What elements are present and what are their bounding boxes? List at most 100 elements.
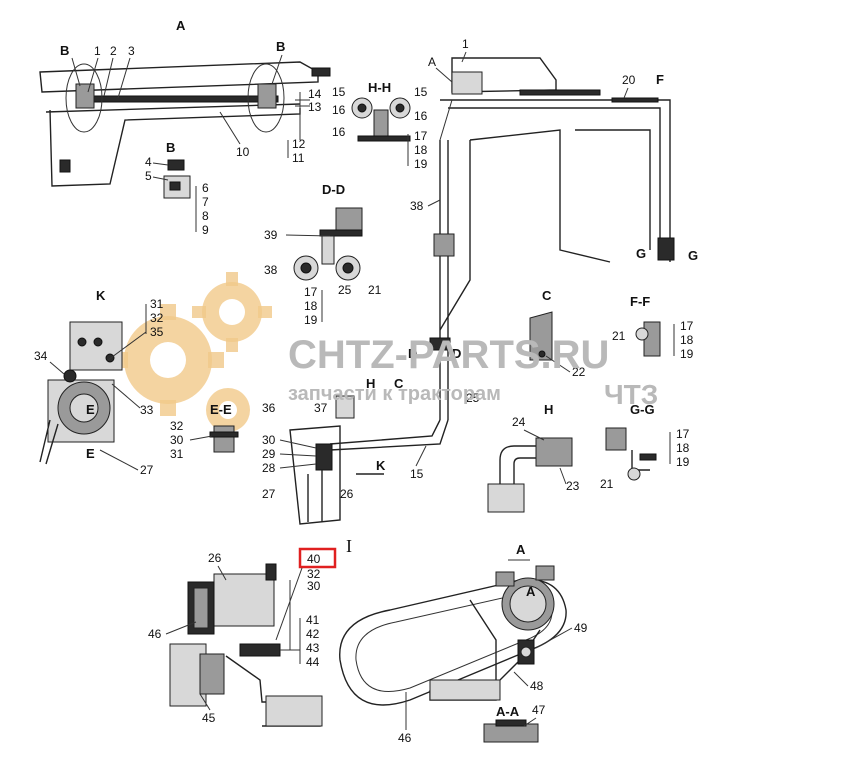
callout-label: 6 bbox=[202, 181, 209, 195]
section-label: H bbox=[544, 402, 553, 417]
callout-label: 18 bbox=[680, 333, 694, 347]
section-label: B bbox=[166, 140, 175, 155]
cab-frame bbox=[329, 57, 675, 451]
callout-label: 38 bbox=[410, 199, 424, 213]
marker-label: A bbox=[526, 584, 536, 599]
callout-label: 16 bbox=[332, 125, 346, 139]
marker-label: F bbox=[656, 72, 664, 87]
callout-label: 30 bbox=[262, 433, 276, 447]
callout-label: 43 bbox=[306, 641, 320, 655]
callout-label: 15 bbox=[414, 85, 428, 99]
callout-label: 39 bbox=[264, 228, 278, 242]
callout-label: 8 bbox=[202, 209, 209, 223]
callout-label: 46 bbox=[148, 627, 162, 641]
callout-label: 33 bbox=[140, 403, 154, 417]
callout-label-highlighted: 40 bbox=[307, 552, 321, 566]
callout-label: 21 bbox=[612, 329, 626, 343]
callout-label: 28 bbox=[262, 461, 276, 475]
callout-label: 14 bbox=[308, 87, 322, 101]
marker-label: D bbox=[408, 346, 417, 361]
callout-label: 19 bbox=[676, 455, 690, 469]
marker-label: G bbox=[688, 248, 698, 263]
callout-label: 26 bbox=[340, 487, 354, 501]
callout-label: 4 bbox=[145, 155, 152, 169]
callout-label: 23 bbox=[566, 479, 580, 493]
callout-label: 1 bbox=[94, 44, 101, 58]
section-label: B bbox=[276, 39, 285, 54]
callout-label: 17 bbox=[680, 319, 694, 333]
callout-label: 19 bbox=[414, 157, 428, 171]
marker-label: A bbox=[516, 542, 526, 557]
callout-label: 24 bbox=[512, 415, 526, 429]
view-a-assembly bbox=[39, 61, 331, 187]
callout-label: 21 bbox=[600, 477, 614, 491]
section-label: F-F bbox=[630, 294, 650, 309]
belt-drive bbox=[339, 565, 567, 706]
callout-label: 2 bbox=[110, 44, 117, 58]
callout-label: 20 bbox=[622, 73, 636, 87]
section-label: K bbox=[96, 288, 106, 303]
callout-label: 19 bbox=[680, 347, 694, 361]
callout-label: 30 bbox=[307, 579, 321, 593]
callout-label: 31 bbox=[170, 447, 184, 461]
gg-detail-clip bbox=[605, 427, 657, 481]
marker-label: A bbox=[428, 55, 436, 69]
callout-label: 31 bbox=[150, 297, 164, 311]
k-detail-compressor bbox=[39, 321, 123, 465]
section-label: B bbox=[60, 43, 69, 58]
section-label: H-H bbox=[368, 80, 391, 95]
section-label: A-A bbox=[496, 704, 520, 719]
callout-label: 18 bbox=[414, 143, 428, 157]
callout-label: 7 bbox=[202, 195, 209, 209]
callout-label: 29 bbox=[262, 447, 276, 461]
callout-label: 17 bbox=[676, 427, 690, 441]
callout-label: 42 bbox=[306, 627, 320, 641]
marker-label: E bbox=[86, 402, 95, 417]
h-detail-fitting bbox=[487, 437, 573, 513]
callout-label: 9 bbox=[202, 223, 209, 237]
callout-label: 18 bbox=[676, 441, 690, 455]
callout-label: 47 bbox=[532, 703, 546, 717]
callout-label: 22 bbox=[572, 365, 586, 379]
callout-label: 34 bbox=[34, 349, 48, 363]
callout-label: 25 bbox=[338, 283, 352, 297]
callout-label: 49 bbox=[574, 621, 588, 635]
callout-label: 35 bbox=[150, 325, 164, 339]
watermark-gear-icon bbox=[112, 272, 272, 432]
callout-label: 21 bbox=[368, 283, 382, 297]
section-label: A bbox=[176, 18, 186, 33]
marker-label: C bbox=[394, 376, 404, 391]
marker-label: G bbox=[636, 246, 646, 261]
section-label: G-G bbox=[630, 402, 655, 417]
callout-label: 16 bbox=[332, 103, 346, 117]
watermark-mark: ЧТЗ bbox=[604, 379, 658, 410]
hh-detail-rollers bbox=[351, 97, 411, 142]
callout-label: 17 bbox=[304, 285, 318, 299]
callout-label: 25 bbox=[466, 391, 480, 405]
callout-label: 32 bbox=[307, 567, 321, 581]
callout-label: 5 bbox=[145, 169, 152, 183]
callout-label: 32 bbox=[150, 311, 164, 325]
highlight-box bbox=[298, 547, 337, 569]
callout-label: 27 bbox=[140, 463, 154, 477]
ee-detail-clamp bbox=[209, 425, 239, 453]
callout-label: 32 bbox=[170, 419, 184, 433]
callout-label: 36 bbox=[262, 401, 276, 415]
callout-label: 15 bbox=[332, 85, 346, 99]
dd-detail-rollers bbox=[293, 207, 363, 281]
callout-label: 41 bbox=[306, 613, 320, 627]
callout-label: 1 bbox=[462, 37, 469, 51]
marker-label: H bbox=[366, 376, 375, 391]
callout-label: 15 bbox=[410, 467, 424, 481]
callout-label: 10 bbox=[236, 145, 250, 159]
section-label: D-D bbox=[322, 182, 345, 197]
callout-label: 38 bbox=[264, 263, 278, 277]
callout-label: 12 bbox=[292, 137, 306, 151]
section-label: C bbox=[542, 288, 552, 303]
callout-label: 19 bbox=[304, 313, 318, 327]
marker-label: K bbox=[376, 458, 386, 473]
i-detail-compressor bbox=[169, 563, 323, 727]
callout-label: 26 bbox=[208, 551, 222, 565]
